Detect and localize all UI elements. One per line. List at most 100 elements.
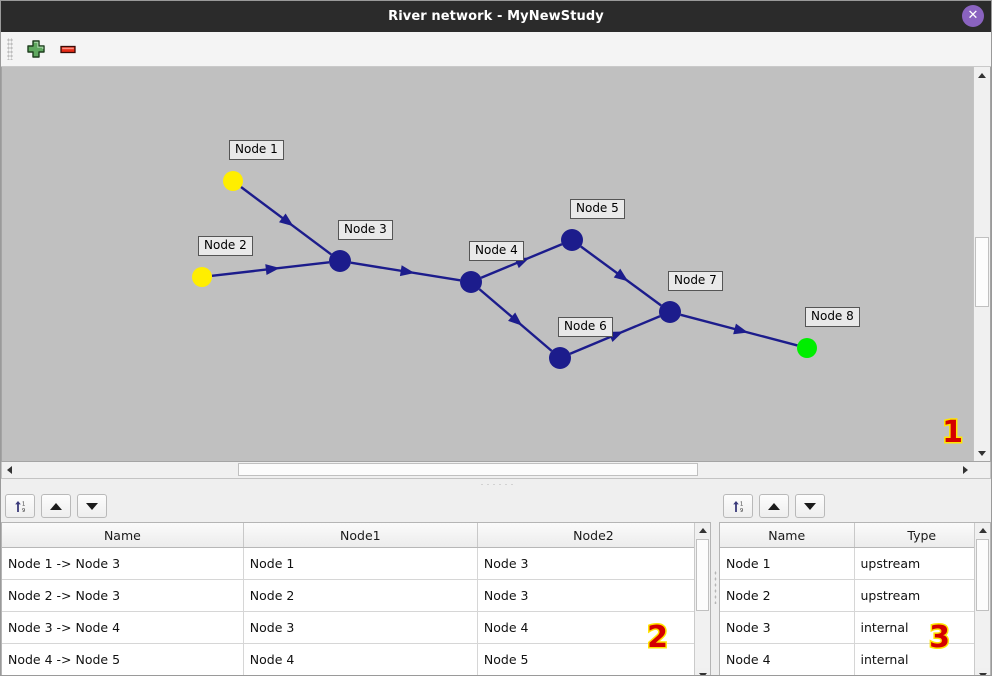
graph-node-label-n3[interactable]: Node 3	[338, 220, 393, 240]
graph-horizontal-scrollbar[interactable]	[1, 462, 991, 479]
add-plus-icon[interactable]	[25, 38, 47, 60]
nodes-vscroll-thumb[interactable]	[976, 539, 989, 611]
nodes-table-cell[interactable]: Node 4	[720, 643, 855, 675]
graph-node-label-n5[interactable]: Node 5	[570, 199, 625, 219]
nodes-scroll-down-button[interactable]	[975, 668, 990, 675]
chevron-right-icon	[963, 465, 968, 474]
network-graph-panel[interactable]: Node 1 Node 2 Node 3 Node 4 Node 5 Node 6 Node…	[1, 67, 991, 462]
vertical-splitter[interactable]	[711, 490, 719, 675]
edges-vscroll-thumb[interactable]	[696, 539, 709, 611]
move-down-button[interactable]	[795, 494, 825, 518]
graph-node-label-n4[interactable]: Node 4	[469, 241, 524, 261]
graph-node-n3[interactable]	[329, 250, 351, 272]
edges-table-cell[interactable]: Node 4 -> Node 5	[2, 643, 244, 675]
graph-node-label-n6[interactable]: Node 6	[558, 317, 613, 337]
chevron-up-icon	[698, 528, 707, 533]
nodes-table-cell[interactable]: Node 3	[720, 611, 855, 644]
sort-ascending-icon[interactable]: 1 9	[5, 494, 35, 518]
toolbar-grip[interactable]	[7, 38, 13, 60]
edges-table-cell[interactable]: Node 5	[477, 643, 710, 675]
scroll-right-button[interactable]	[958, 462, 973, 477]
edges-scroll-up-button[interactable]	[695, 523, 710, 538]
graph-node-n4[interactable]	[460, 271, 482, 293]
edges-table-cell[interactable]: Node 1	[243, 547, 478, 580]
edges-table-cell[interactable]: Node 3	[243, 611, 478, 644]
graph-edge-arrow-icon	[733, 323, 749, 335]
nodes-table-cell[interactable]: internal	[854, 643, 990, 675]
graph-node-label-n7[interactable]: Node 7	[668, 271, 723, 291]
graph-node-label-n8[interactable]: Node 8	[805, 307, 860, 327]
graph-node-n5[interactable]	[561, 229, 583, 251]
network-graph-canvas	[192, 171, 817, 369]
nodes-scroll-up-button[interactable]	[975, 523, 990, 538]
chevron-up-icon	[978, 72, 986, 78]
edges-table-cell[interactable]: Node 4	[477, 611, 710, 644]
move-up-button[interactable]	[41, 494, 71, 518]
sort-ascending-icon[interactable]: 1 9	[723, 494, 753, 518]
svg-text:9: 9	[22, 508, 25, 514]
edges-scroll-down-button[interactable]	[695, 668, 710, 675]
edges-table-cell[interactable]: Node 4	[243, 643, 478, 675]
edges-table-cell[interactable]: Node 2	[243, 579, 478, 612]
graph-node-n8[interactable]	[797, 338, 817, 358]
nodes-table-cell[interactable]: upstream	[854, 547, 990, 580]
remove-minus-icon[interactable]	[57, 38, 79, 60]
graph-vertical-scrollbar[interactable]	[973, 67, 990, 461]
edges-vertical-scrollbar[interactable]	[694, 523, 710, 675]
close-icon[interactable]: ✕	[962, 5, 984, 27]
move-up-button[interactable]	[759, 494, 789, 518]
edges-table-cell[interactable]: Node 3 -> Node 4	[2, 611, 244, 644]
graph-node-label-n2[interactable]: Node 2	[198, 236, 253, 256]
move-down-button[interactable]	[77, 494, 107, 518]
horizontal-splitter[interactable]	[1, 479, 991, 490]
edges-table-column-header[interactable]: Name	[2, 523, 244, 548]
scroll-left-button[interactable]	[2, 462, 17, 477]
chevron-down-icon	[978, 450, 986, 456]
scroll-up-button[interactable]	[974, 67, 990, 83]
nodes-table-column-header[interactable]: Type	[854, 523, 990, 548]
graph-node-layer	[192, 171, 817, 369]
graph-hscroll-thumb[interactable]	[238, 463, 698, 476]
svg-text:1: 1	[22, 501, 25, 507]
edges-table-cell[interactable]: Node 1 -> Node 3	[2, 547, 244, 580]
nodes-table-cell[interactable]: Node 2	[720, 579, 855, 612]
edges-table-column-header[interactable]: Node1	[243, 523, 478, 548]
triangle-down-icon	[804, 502, 816, 510]
edges-table-cell[interactable]: Node 3	[477, 579, 710, 612]
edges-table-column-header[interactable]: Node2	[477, 523, 710, 548]
edges-table-cell[interactable]: Node 3	[477, 547, 710, 580]
scroll-down-button[interactable]	[974, 445, 990, 461]
nodes-table-cell[interactable]: internal	[854, 611, 990, 644]
nodes-vertical-scrollbar[interactable]	[974, 523, 990, 675]
graph-edge-arrow-icon	[399, 265, 415, 277]
graph-node-n7[interactable]	[659, 301, 681, 323]
graph-node-n1[interactable]	[223, 171, 243, 191]
chevron-down-icon	[698, 673, 707, 675]
nodes-table-cell[interactable]: upstream	[854, 579, 990, 612]
graph-node-label-n1[interactable]: Node 1	[229, 140, 284, 160]
edges-table-cell[interactable]: Node 2 -> Node 3	[2, 579, 244, 612]
graph-vscroll-thumb[interactable]	[975, 237, 989, 307]
graph-node-n6[interactable]	[549, 347, 571, 369]
edges-toolbar: 1 9	[1, 490, 711, 522]
graph-node-n2[interactable]	[192, 267, 212, 287]
nodes-table-cell[interactable]: Node 1	[720, 547, 855, 580]
triangle-up-icon	[50, 502, 62, 510]
nodes-table-column-header[interactable]: Name	[720, 523, 855, 548]
vertical-splitter-grip	[713, 570, 717, 604]
